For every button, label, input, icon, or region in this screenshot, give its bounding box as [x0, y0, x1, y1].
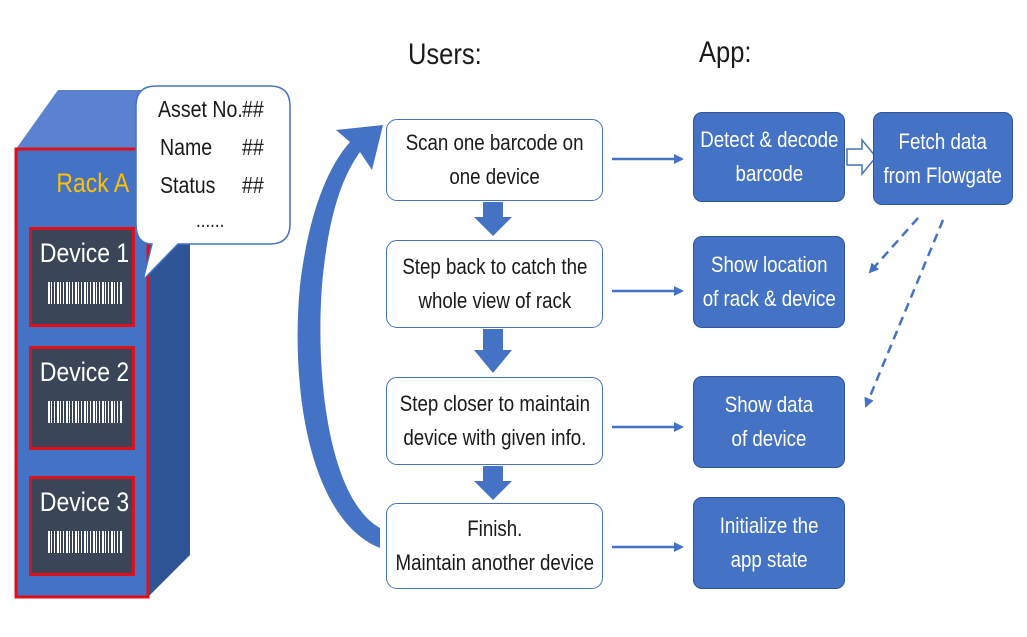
- device-1-label: Device 1: [39, 238, 130, 268]
- bubble-ellipsis-wrap: ......: [196, 210, 229, 233]
- bubble-name-key: Name: [160, 134, 213, 160]
- user-step-scan-line2: one device: [449, 164, 540, 189]
- users-heading: Users:: [408, 38, 482, 71]
- app-step-init: Initialize the app state: [693, 497, 845, 589]
- app-step-fetch: Fetch data from Flowgate: [873, 112, 1013, 205]
- app-step-location-line2: of rack & device: [702, 286, 836, 311]
- bubble-asset-key: Asset No.: [158, 96, 243, 122]
- info-bubble-outline: [135, 85, 291, 283]
- user-step-scan: Scan one barcode on one device: [386, 119, 603, 201]
- bubble-row-status: Status: [160, 172, 225, 199]
- app-step-init-line1: Initialize the: [719, 513, 819, 538]
- bubble-asset-value: ##: [242, 96, 264, 122]
- user-step-step-back: Step back to catch the whole view of rac…: [386, 240, 603, 328]
- user-step-finish: Finish. Maintain another device: [386, 503, 603, 589]
- down-arrow-2: [474, 329, 512, 373]
- loop-back-arrow: [297, 125, 383, 548]
- arrow-detect-to-fetch: [846, 137, 877, 177]
- info-bubble-shape: [135, 85, 291, 283]
- rack-label: Rack A: [56, 168, 130, 198]
- device-2: Device 2: [29, 346, 135, 450]
- bubble-name-value: ##: [242, 134, 264, 160]
- user-step-step-back-line2: whole view of rack: [418, 288, 571, 313]
- app-step-init-line2: app state: [730, 547, 808, 572]
- device-1: Device 1: [29, 227, 135, 327]
- user-step-step-closer-line2: device with given info.: [403, 425, 586, 450]
- app-step-detect-line2: barcode: [735, 161, 803, 186]
- bubble-ellipsis: ......: [196, 210, 225, 232]
- app-step-detect-line1: Detect & decode: [699, 127, 839, 152]
- dashed-arrow-fetch-to-location: [868, 217, 919, 274]
- bubble-status-value: ##: [242, 172, 264, 198]
- bubble-row-name: Name: [160, 134, 221, 161]
- device-2-label: Device 2: [39, 357, 130, 387]
- device-3: Device 3: [29, 476, 135, 576]
- device-3-label: Device 3: [39, 487, 130, 517]
- down-arrow-1: [474, 202, 512, 236]
- bubble-status-key: Status: [160, 172, 216, 198]
- app-step-data-line1: Show data: [724, 392, 814, 417]
- device-3-barcode: [48, 531, 122, 553]
- user-step-finish-line1: Finish.: [466, 516, 523, 541]
- user-step-step-closer-line1: Step closer to maintain: [399, 391, 590, 416]
- app-step-location-line1: Show location: [710, 252, 828, 277]
- dashed-arrow-fetch-to-data: [864, 219, 945, 408]
- down-arrow-3: [474, 466, 512, 500]
- app-step-fetch-line2: from Flowgate: [883, 162, 1003, 188]
- user-step-scan-line1: Scan one barcode on: [405, 130, 584, 155]
- user-step-finish-line2: Maintain another device: [395, 550, 594, 575]
- app-step-location: Show location of rack & device: [693, 236, 845, 328]
- bubble-asset-value-wrap: ##: [242, 96, 268, 123]
- user-step-step-closer: Step closer to maintain device with give…: [386, 377, 603, 465]
- bubble-row-asset: Asset No.: [158, 96, 258, 123]
- bubble-name-value-wrap: ##: [242, 134, 268, 161]
- app-heading: App:: [699, 36, 752, 69]
- app-step-data-line2: of device: [731, 426, 807, 451]
- bubble-status-value-wrap: ##: [242, 172, 268, 199]
- app-step-detect: Detect & decode barcode: [693, 112, 845, 202]
- app-step-fetch-line1: Fetch data: [898, 128, 988, 154]
- app-step-data: Show data of device: [693, 376, 845, 468]
- device-2-barcode: [48, 401, 122, 423]
- user-step-step-back-line1: Step back to catch the: [401, 254, 588, 279]
- device-1-barcode: [48, 282, 122, 304]
